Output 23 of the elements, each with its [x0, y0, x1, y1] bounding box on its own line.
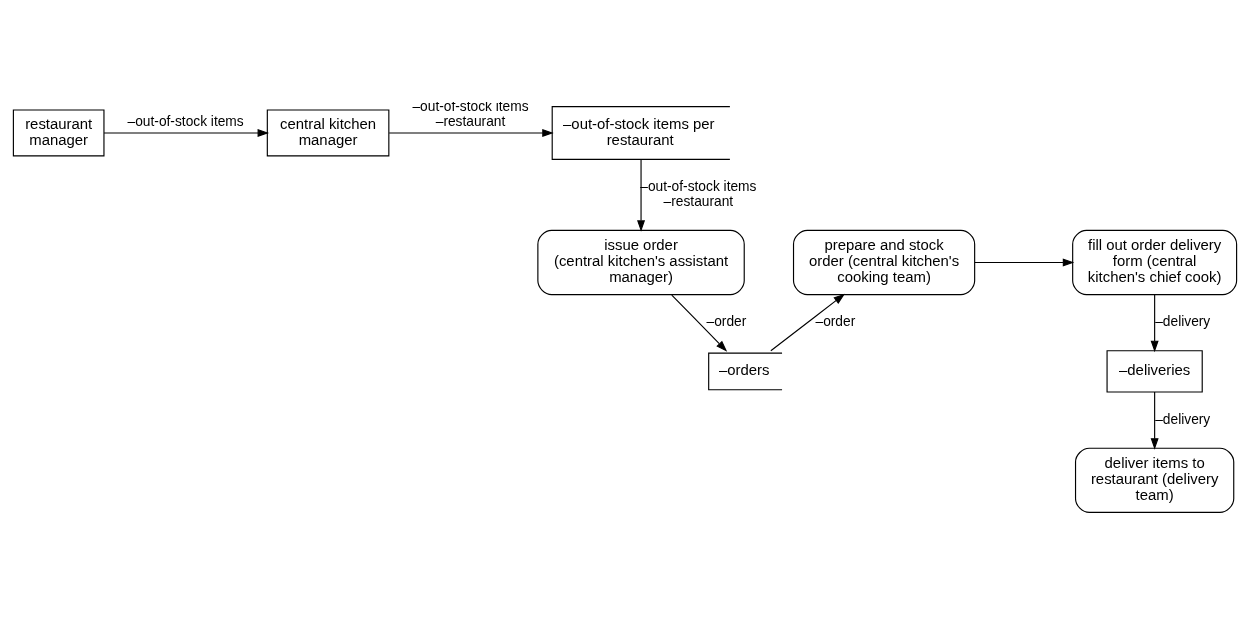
arrow — [1150, 294, 1159, 352]
edge-label: –order — [706, 313, 747, 329]
arrow — [103, 128, 270, 137]
edge-label: –delivery — [1155, 411, 1211, 427]
node-box: prepare and stock order (central kitchen's cooking team) — [792, 229, 976, 295]
edge-label: –delivery — [1155, 313, 1211, 329]
node-box: restaurant manager — [12, 108, 105, 156]
node-box: –deliveries — [1106, 349, 1203, 393]
node-text: –out-of-stock items per restaurant — [563, 115, 715, 148]
node-box: central kitchen manager — [266, 108, 390, 156]
arrow — [671, 294, 728, 352]
edge-label: –out-of-stock items — [127, 113, 244, 129]
edge-label: –order — [815, 313, 856, 329]
arrow — [1150, 391, 1159, 450]
edge-label: –out-of-stock items –restaurant — [412, 98, 529, 129]
arrow — [388, 128, 554, 137]
node-box: issue order (central kitchen's assistant manager) — [537, 229, 745, 295]
node-box: fill out order delivery form (central kitchen's chief cook) — [1072, 229, 1238, 295]
node-text: –orders — [719, 361, 770, 378]
node-box: deliver items to restaurant (delivery team) — [1074, 447, 1235, 513]
arrow — [974, 257, 1075, 267]
arrow — [770, 293, 845, 351]
arrow — [637, 158, 646, 232]
